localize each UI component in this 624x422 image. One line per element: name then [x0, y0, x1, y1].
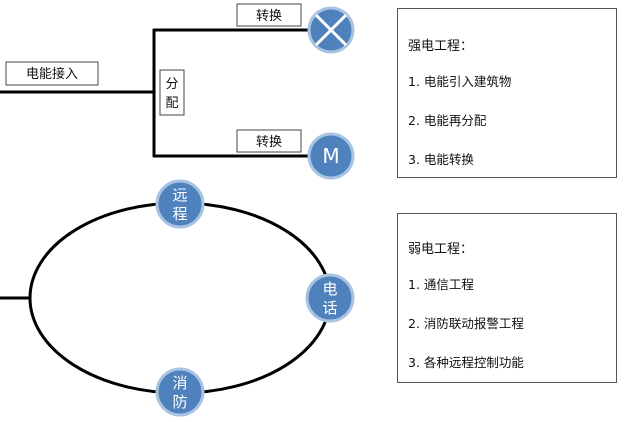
strong-panel-title: 强电工程：: [408, 39, 474, 54]
weak-panel-item: 2. 消防联动报警工程: [408, 316, 524, 331]
fire-label-2: 防: [172, 393, 187, 411]
weak-panel-item: 3. 各种远程控制功能: [408, 355, 524, 370]
switch-box-upper: [236, 3, 302, 27]
remote-label-1: 远: [172, 186, 187, 204]
switch-box-lower: [236, 129, 302, 153]
phone-label-2: 话: [322, 299, 337, 317]
strong-panel-item: 1. 电能引入建筑物: [408, 74, 512, 89]
fire-label-1: 消: [172, 374, 187, 392]
switch-label-upper: 转换: [256, 9, 282, 24]
power-input-box: [5, 61, 99, 86]
lamp-cross-icon: [307, 6, 355, 54]
weak-current-panel: 弱电工程： 1. 通信工程 2. 消防联动报警工程 3. 各种远程控制功能: [397, 213, 617, 383]
switch-label-lower: 转换: [256, 135, 282, 150]
phone-label-1: 电: [322, 280, 337, 298]
weak-panel-title: 弱电工程：: [408, 242, 474, 257]
distribution-label-1: 分: [165, 77, 178, 92]
motor-label: M: [322, 144, 339, 168]
motor-icon: M: [307, 132, 355, 180]
strong-panel-item: 3. 电能转换: [408, 152, 474, 167]
weak-panel-item: 1. 通信工程: [408, 277, 474, 292]
power-input-label: 电能接入: [26, 66, 78, 82]
phone-node: 电 话: [305, 273, 355, 323]
strong-panel-item: 2. 电能再分配: [408, 113, 487, 128]
fire-node: 消 防: [155, 367, 205, 417]
remote-label-2: 程: [172, 205, 187, 223]
remote-node: 远 程: [155, 179, 205, 229]
distribution-label-2: 配: [165, 96, 178, 111]
distribution-box: [159, 69, 185, 116]
signal-ring: [28, 201, 332, 395]
strong-current-panel: 强电工程： 1. 电能引入建筑物 2. 电能再分配 3. 电能转换: [397, 8, 617, 178]
